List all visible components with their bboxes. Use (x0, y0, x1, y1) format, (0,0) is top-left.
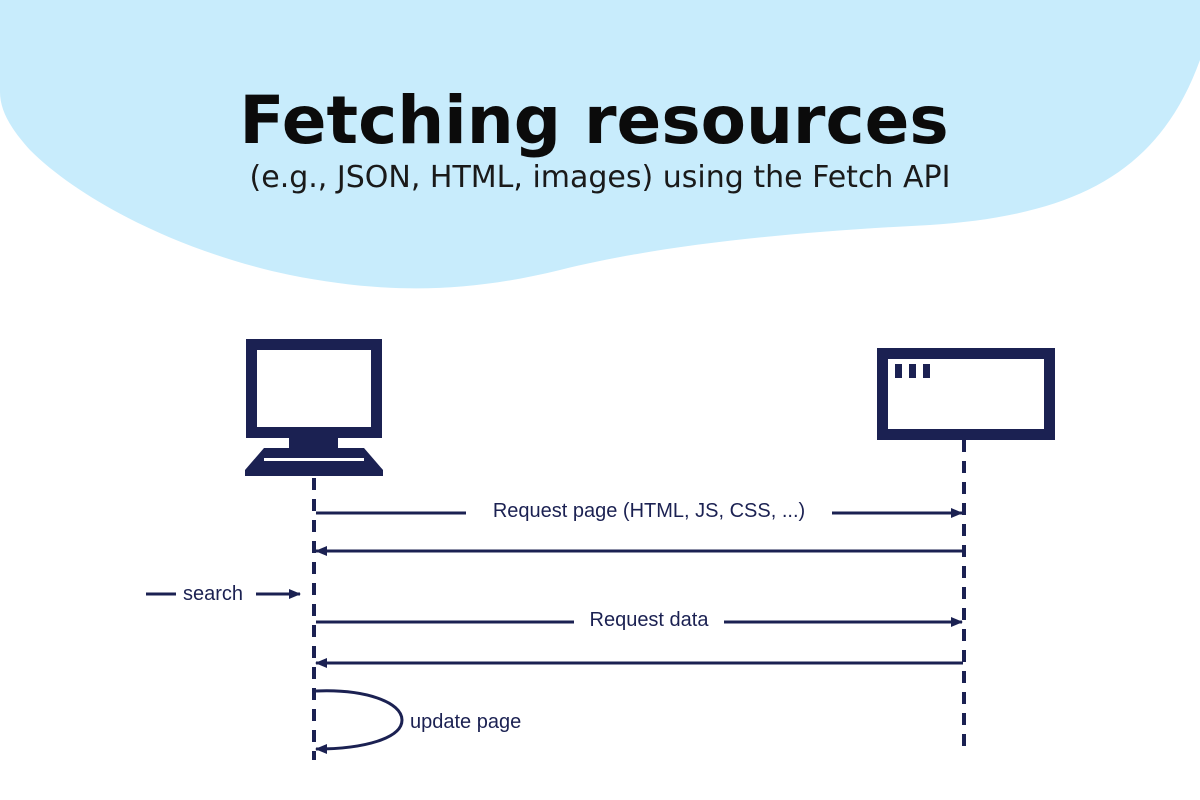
request-data-message: Request data (316, 609, 963, 631)
header-blob (0, 0, 1200, 289)
page-title: Fetching resources (239, 82, 948, 159)
request-data-label: Request data (590, 609, 710, 631)
update-page-label: update page (410, 711, 521, 733)
desktop-computer-icon (245, 339, 383, 476)
request-page-message: Request page (HTML, JS, CSS, ...) (316, 500, 963, 522)
page-subtitle: (e.g., JSON, HTML, images) using the Fet… (250, 160, 951, 195)
update-page-loop-arrow (315, 689, 404, 754)
request-page-label: Request page (HTML, JS, CSS, ...) (493, 500, 805, 522)
server-window-icon (877, 348, 1055, 440)
search-trigger: search (146, 583, 301, 605)
search-label: search (183, 583, 243, 605)
